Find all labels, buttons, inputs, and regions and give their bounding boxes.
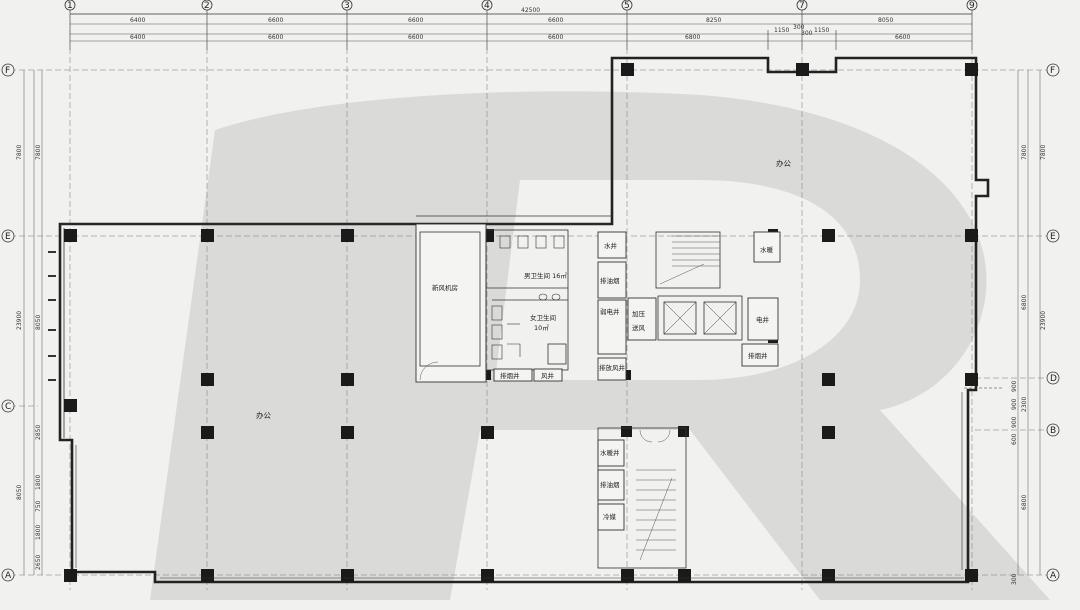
dim-top: 8050 — [878, 17, 893, 24]
label-womens-wc: 女卫生间 — [530, 313, 556, 322]
dim-top: 6400 — [130, 34, 145, 41]
glazing-lines — [75, 387, 1004, 579]
bottom-shafts — [493, 368, 563, 382]
left-dimensions: 23900 7800 7800 8050 2850 8050 1800 750 … — [16, 70, 43, 575]
axis-bubbles-left — [1, 63, 15, 582]
axis-label: A — [5, 571, 12, 581]
label-mens-wc: 男卫生间 16㎡ — [524, 271, 567, 280]
elevators — [657, 295, 743, 341]
dim-left: 750 — [35, 500, 42, 512]
dim-top: 6600 — [408, 17, 423, 24]
dim-top: 6600 — [548, 17, 563, 24]
dim-left: 1800 — [35, 525, 42, 540]
label-smoke-fan: 排放风井 — [599, 363, 626, 372]
top-dimensions: 42500 6400 6600 6600 6600 8250 8050 6400… — [69, 7, 973, 50]
axis-label: B — [1050, 426, 1056, 436]
label-office-right: 办公 — [776, 158, 791, 168]
dim-top: 6600 — [408, 34, 423, 41]
label-fresh-air: 新风机房 — [432, 283, 458, 292]
dim-right: 2300 — [1021, 397, 1028, 412]
axis-label: 7 — [799, 1, 805, 11]
dim-left: 7800 — [35, 145, 42, 160]
dim-left: 2650 — [35, 555, 42, 570]
axis-label: 2 — [204, 1, 210, 11]
window-marks-left — [48, 251, 56, 381]
dim-right: 900 — [1011, 416, 1018, 428]
label-pressurize-1: 加压 — [632, 309, 646, 318]
label-water-shaft: 水井 — [604, 241, 618, 250]
label-smoke-shaft: 排烟井 — [748, 351, 768, 360]
label-exhaust-oil: 排油烟 — [600, 276, 620, 285]
service-shafts — [597, 231, 781, 381]
dim-total-top: 42500 — [521, 7, 540, 14]
dim-left: 7800 — [16, 145, 23, 160]
dim-top: 6600 — [895, 34, 910, 41]
exterior-walls — [58, 56, 990, 584]
dim-right: 900 — [1011, 398, 1018, 410]
fresh-air-room — [415, 223, 487, 383]
dim-right: 7800 — [1021, 145, 1028, 160]
axis-bubbles-right — [1046, 63, 1060, 582]
axis-label: F — [5, 66, 10, 76]
axis-label: 3 — [344, 1, 350, 11]
axis-label: E — [5, 232, 11, 242]
dim-top: 8250 — [706, 17, 721, 24]
dim-top: 1150 — [814, 27, 829, 34]
label-cold-media: 冷媒 — [603, 512, 617, 521]
label-air-shaft: 风井 — [541, 371, 555, 380]
dim-left: 2850 — [35, 425, 42, 440]
dim-top: 1150 — [774, 27, 789, 34]
axis-bubbles-top — [64, 0, 978, 11]
axis-label: 1 — [67, 1, 73, 11]
axis-label: 9 — [969, 1, 975, 11]
axis-label: 5 — [624, 1, 630, 11]
label-pressurize-2: 送风 — [632, 323, 646, 332]
label-exhaust-shaft: 排烟井 — [500, 371, 520, 380]
dim-top: 6600 — [548, 34, 563, 41]
axis-label: C — [5, 402, 11, 412]
lower-stair — [597, 427, 687, 569]
dim-right: 300 — [1011, 573, 1018, 585]
dim-right-total: 23900 — [1040, 311, 1047, 330]
axis-label: F — [1050, 66, 1055, 76]
label-water-heat-shaft: 水暖井 — [600, 448, 620, 457]
grid-lines — [10, 12, 1048, 590]
axis-label: E — [1050, 232, 1056, 242]
dim-right: 600 — [1011, 433, 1018, 445]
label-exhaust-smoke: 排油烟 — [600, 480, 620, 489]
label-water-heat: 水暖 — [760, 245, 774, 254]
dim-left: 1800 — [35, 475, 42, 490]
dim-right: 900 — [1011, 380, 1018, 392]
label-strong-elec: 弱电井 — [600, 307, 620, 316]
dim-top: 6400 — [130, 17, 145, 24]
dim-top: 300 — [793, 24, 805, 31]
toilets-block — [485, 229, 569, 371]
right-dimensions: 7800 7800 6800 23900 6800 900 2300 900 9… — [1011, 70, 1047, 585]
axis-label: 4 — [484, 1, 490, 11]
watermark-logo — [150, 91, 1050, 600]
label-womens-area: 10㎡ — [534, 323, 549, 332]
columns — [64, 63, 978, 582]
axis-label: D — [1050, 374, 1057, 384]
dim-left-total: 23900 — [16, 311, 23, 330]
dim-right: 7800 — [1040, 145, 1047, 160]
dim-top: 6600 — [268, 34, 283, 41]
axis-labels-top: 1 2 3 4 5 7 9 — [67, 1, 975, 11]
upper-stair — [655, 231, 721, 289]
dim-left: 8050 — [35, 315, 42, 330]
dim-top: 300 — [801, 30, 813, 37]
label-office-left: 办公 — [256, 410, 271, 420]
dim-top: 6800 — [685, 34, 700, 41]
axis-label: A — [1050, 571, 1057, 581]
dim-right: 6800 — [1021, 295, 1028, 310]
dim-left: 8050 — [16, 485, 23, 500]
dim-top: 6600 — [268, 17, 283, 24]
room-labels: 办公 办公 新风机房 男卫生间 16㎡ 女卫生间 10㎡ 水井 水暖 排油烟 弱… — [256, 158, 791, 521]
dim-right: 6800 — [1021, 495, 1028, 510]
label-elec-shaft: 电井 — [756, 315, 770, 324]
